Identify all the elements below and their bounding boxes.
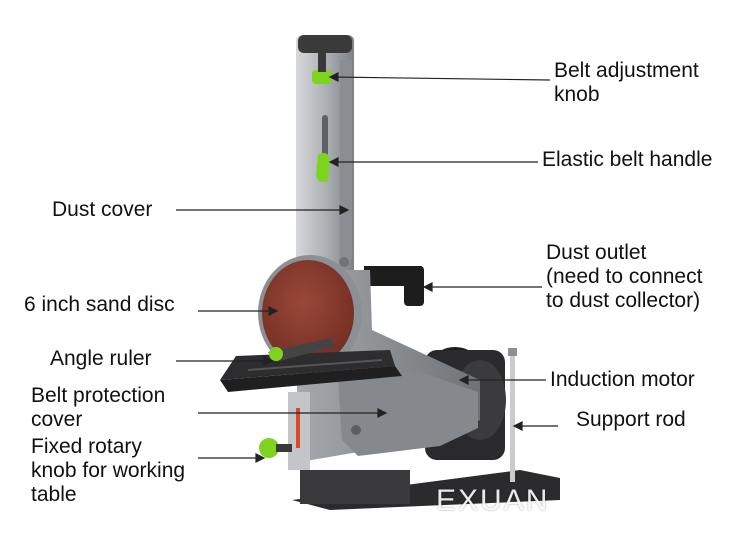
arrow-dust-outlet: [422, 282, 433, 292]
arrow-support-rod: [512, 421, 523, 431]
table-bracket-slot: [296, 408, 300, 448]
arrow-belt-adjustment-knob: [328, 72, 339, 82]
arrow-elastic-belt-handle: [328, 157, 339, 167]
arrow-fixed-rotary-knob: [255, 453, 266, 463]
belt-adjustment-stem: [318, 42, 326, 72]
label-elastic-belt-handle: Elastic belt handle: [542, 148, 713, 171]
belt-protection-cover: [338, 372, 478, 456]
table-slot: [247, 359, 383, 371]
label-angle-ruler: Angle ruler: [50, 347, 152, 370]
cover-bolt: [351, 425, 361, 435]
label-sand-disc: 6 inch sand disc: [24, 293, 175, 316]
angle-ruler: [268, 338, 336, 362]
leader-belt-adjustment-knob: [331, 76, 551, 81]
label-induction-motor: Induction motor: [550, 368, 695, 391]
fixed-rotary-knob: [259, 438, 279, 458]
label-support-rod: Support rod: [576, 408, 686, 431]
arrow-belt-protection-cover: [377, 408, 388, 418]
arrow-dust-cover: [339, 205, 350, 215]
arrow-induction-motor: [458, 375, 469, 385]
belt-adjustment-knob: [312, 70, 332, 84]
angle-ruler-knob: [269, 347, 283, 361]
arm-bolt-2: [339, 257, 349, 267]
arrow-sand-disc: [268, 306, 279, 316]
label-dust-cover: Dust cover: [52, 198, 153, 221]
dust-outlet-elbow: [404, 266, 424, 306]
fixed-rotary-stem: [276, 444, 292, 452]
base-block: [300, 470, 410, 504]
working-table: [220, 366, 402, 392]
elastic-belt-handle: [316, 153, 330, 183]
arrow-angle-ruler: [263, 356, 274, 366]
support-rod: [510, 352, 515, 482]
support-rod-cap: [508, 348, 517, 356]
watermark: EXUAN: [436, 484, 550, 517]
